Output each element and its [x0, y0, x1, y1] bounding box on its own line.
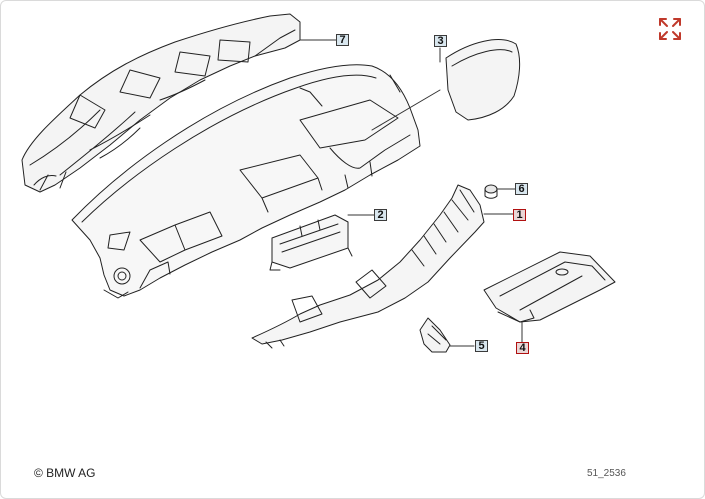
callout-6[interactable]: 6 — [515, 183, 528, 195]
callout-2[interactable]: 2 — [374, 209, 387, 221]
part-2-bracket — [269, 214, 353, 271]
callout-1[interactable]: 1 — [513, 209, 526, 221]
part-4-tray — [483, 251, 616, 323]
callout-7[interactable]: 7 — [336, 34, 349, 46]
part-1-lower-trim — [251, 184, 485, 349]
leader-lines — [299, 39, 523, 347]
dashboard-body — [71, 64, 421, 299]
diagram-reference: 51_2536 — [587, 468, 626, 479]
callout-5[interactable]: 5 — [475, 340, 488, 352]
callout-3[interactable]: 3 — [434, 35, 447, 47]
expand-arrows-icon[interactable] — [657, 16, 683, 42]
part-6-clip — [484, 184, 498, 199]
copyright-text: © BMW AG — [34, 466, 96, 480]
part-3-pad — [445, 39, 521, 121]
part-7-upper-panel — [21, 13, 301, 193]
callout-4[interactable]: 4 — [516, 342, 529, 354]
part-5-small-bracket — [419, 317, 451, 353]
